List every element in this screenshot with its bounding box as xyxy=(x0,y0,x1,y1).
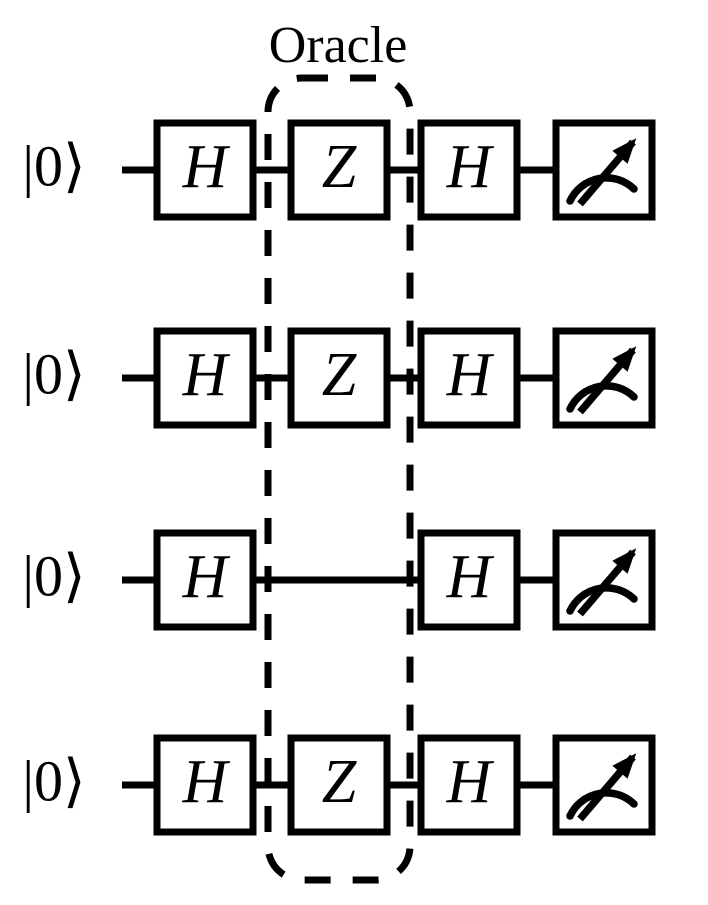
gate-box xyxy=(417,119,521,221)
gate-hadamard[interactable]: H xyxy=(153,327,257,429)
gate-label: H xyxy=(446,748,495,816)
gate-label: H xyxy=(182,341,231,409)
gate-box xyxy=(153,119,257,221)
gate-label: Z xyxy=(322,341,357,409)
gate-box xyxy=(417,529,521,631)
qubit-input-state-label: |0⟩ xyxy=(22,133,85,198)
gate-box xyxy=(287,119,391,221)
gate-hadamard[interactable]: H xyxy=(417,734,521,836)
labels-layer: |0⟩ |0⟩ |0⟩ |0⟩ xyxy=(22,133,85,813)
measurement-arrowhead xyxy=(612,138,637,164)
qubit-input-state-label: |0⟩ xyxy=(22,543,85,608)
gates-layer: H Z H H Z H H H H Z H xyxy=(153,119,656,836)
gate-hadamard[interactable]: H xyxy=(417,529,521,631)
gate-box xyxy=(153,327,257,429)
gate-label: H xyxy=(446,543,495,611)
gate-measurement[interactable] xyxy=(552,529,656,631)
measurement-arrowhead xyxy=(612,548,637,574)
gate-pauli-z[interactable]: Z xyxy=(287,327,391,429)
gate-label: H xyxy=(446,133,495,201)
gate-measurement[interactable] xyxy=(552,327,656,429)
gate-pauli-z[interactable]: Z xyxy=(287,119,391,221)
gate-label: Z xyxy=(322,748,357,816)
gate-label: H xyxy=(182,133,231,201)
gate-label: H xyxy=(182,543,231,611)
gate-measurement[interactable] xyxy=(552,734,656,836)
gate-hadamard[interactable]: H xyxy=(153,529,257,631)
gate-box xyxy=(153,734,257,836)
measurement-arrowhead xyxy=(612,346,637,372)
gate-hadamard[interactable]: H xyxy=(417,327,521,429)
gate-hadamard[interactable]: H xyxy=(153,734,257,836)
gate-box xyxy=(287,734,391,836)
qubit-input-state-label: |0⟩ xyxy=(22,748,85,813)
gate-box xyxy=(153,529,257,631)
gate-box xyxy=(417,734,521,836)
oracle-title-label: Oracle xyxy=(269,17,408,74)
gate-box xyxy=(287,327,391,429)
gate-hadamard[interactable]: H xyxy=(417,119,521,221)
gate-label: H xyxy=(182,748,231,816)
gate-box xyxy=(417,327,521,429)
measurement-arrowhead xyxy=(612,753,637,779)
gate-measurement[interactable] xyxy=(552,119,656,221)
gate-pauli-z[interactable]: Z xyxy=(287,734,391,836)
oracle-dashed-boundary xyxy=(264,74,414,884)
gate-label: H xyxy=(446,341,495,409)
oracle-region: Oracle xyxy=(264,17,414,884)
qubit-input-state-label: |0⟩ xyxy=(22,341,85,406)
qubit-wires-layer xyxy=(122,166,556,789)
gate-hadamard[interactable]: H xyxy=(153,119,257,221)
gate-label: Z xyxy=(322,133,357,201)
